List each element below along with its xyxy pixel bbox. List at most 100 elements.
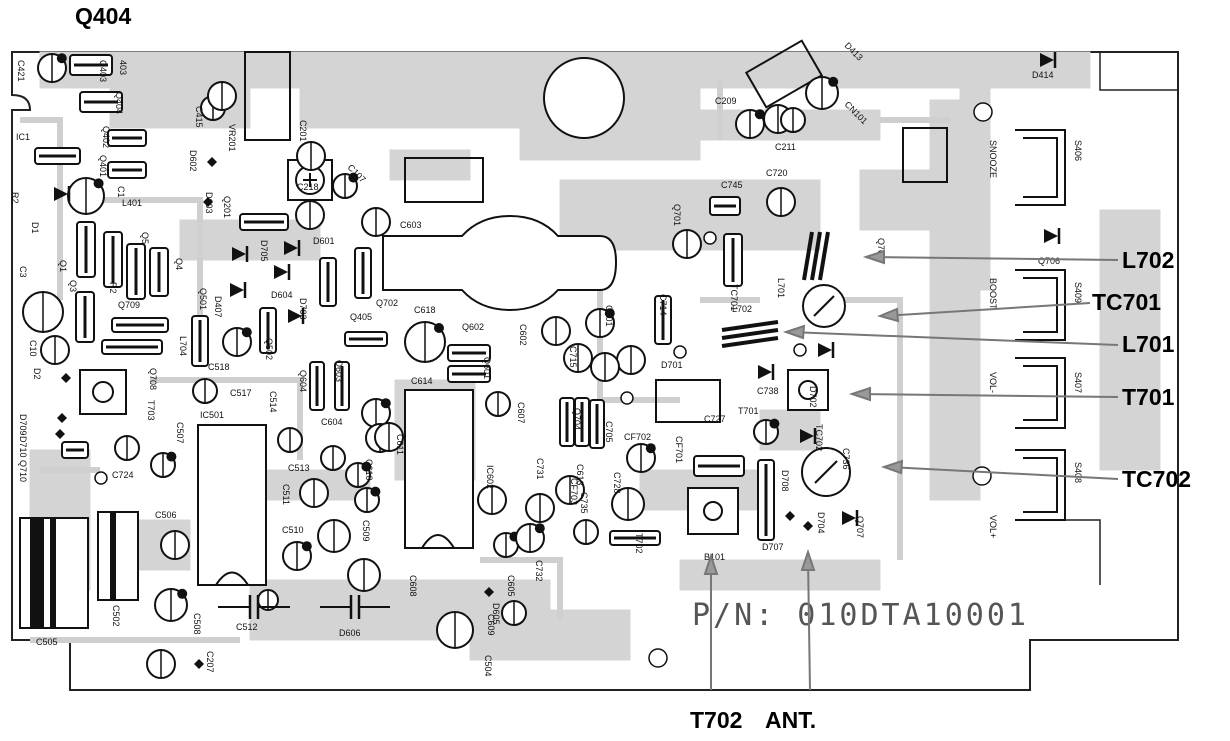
- ic602-label: IC602: [485, 465, 495, 489]
- solder-pad: [604, 308, 615, 319]
- ref-designator: C510: [282, 525, 304, 535]
- diode-mark: [194, 659, 204, 669]
- callout-tc702: TC702: [1122, 466, 1191, 492]
- callout-l702: L702: [1122, 247, 1174, 273]
- ref-designator: L701: [776, 278, 786, 298]
- ref-designator: C10: [28, 340, 38, 357]
- coil-c504: [97, 511, 139, 601]
- ref-designator: C517: [230, 388, 252, 398]
- ref-designator: C715: [568, 346, 578, 368]
- solder-pad: [166, 451, 177, 462]
- solder-pad: [56, 53, 67, 64]
- ref-designator: VR201: [227, 124, 237, 152]
- ref-designator: Q1: [58, 260, 68, 272]
- ref-designator: C506: [155, 510, 177, 520]
- ref-designator: C207: [205, 651, 215, 673]
- diode-mark: [484, 587, 494, 597]
- ref-designator: C608: [408, 575, 418, 597]
- snooze-label: SNOOZE: [988, 140, 998, 178]
- ref-designator: 403: [118, 60, 128, 75]
- ref-designator: D407: [213, 296, 223, 318]
- ref-designator: C218: [297, 182, 319, 192]
- vol-plus-label: VOL+: [988, 515, 998, 538]
- ref-designator: C605: [506, 575, 516, 597]
- diode-symbol: [232, 247, 246, 261]
- ref-designator: TC701: [729, 284, 739, 311]
- solder-pad: [380, 398, 391, 409]
- ref-designator: C732: [534, 560, 544, 582]
- ref-designator: D703: [298, 298, 308, 320]
- diodes: [54, 52, 1061, 669]
- ref-designator: C513: [288, 463, 310, 473]
- ref-designator: Q709: [118, 300, 140, 310]
- ref-designator: L401: [122, 198, 142, 208]
- s406-label: S406: [1073, 140, 1083, 161]
- ref-designator: D707: [762, 542, 784, 552]
- ref-designator: Q401: [98, 155, 108, 177]
- ref-designator: L704: [178, 336, 188, 356]
- ref-designator: D2: [32, 368, 42, 380]
- board-outline: [11, 51, 1179, 691]
- ref-designator: C603: [400, 220, 422, 230]
- trimmer-marks: [303, 173, 838, 484]
- ref-designator: Q602: [462, 322, 484, 332]
- ref-designator: C705: [604, 421, 614, 443]
- ref-designator: D601: [313, 236, 335, 246]
- diode-mark: [207, 157, 217, 167]
- ref-designator: C604: [321, 417, 343, 427]
- ref-designator: Q5: [140, 232, 150, 244]
- ref-designator: C512: [236, 622, 258, 632]
- ref-designator: Q603: [334, 360, 344, 382]
- ref-designator: Q707: [855, 516, 865, 538]
- mounting-holes: [94, 102, 993, 668]
- diode-symbol: [842, 511, 856, 525]
- mount-hole-large: [543, 57, 625, 139]
- diode-symbol: [818, 343, 832, 357]
- callout-leaders: [703, 249, 1119, 691]
- ref-designator: C714: [658, 294, 668, 316]
- ref-designator: B101: [704, 552, 725, 562]
- callout-l701: L701: [1122, 331, 1175, 357]
- ref-designator: C736: [841, 448, 851, 470]
- ic501-body: [197, 424, 267, 586]
- s408-label: S408: [1073, 462, 1083, 483]
- ref-designator: D701: [661, 360, 683, 370]
- ref-designator: Q4: [174, 258, 184, 270]
- ref-designator: R2: [10, 192, 20, 204]
- diode-symbol: [1040, 53, 1054, 67]
- solder-pad: [301, 541, 312, 552]
- ref-designator: L702: [732, 304, 752, 314]
- ref-designator: IC1: [16, 132, 30, 142]
- ref-designator: D605: [491, 603, 501, 625]
- callout-tc701: TC701: [1092, 289, 1161, 315]
- solder-pad: [93, 178, 104, 189]
- ref-designator: Q710: [18, 460, 28, 482]
- ref-designator: T703: [146, 400, 156, 421]
- ref-designator: C607: [516, 402, 526, 424]
- ref-designator: C508: [192, 613, 202, 635]
- solder-pad: [534, 523, 545, 534]
- ref-designator: Q708: [148, 368, 158, 390]
- ref-designator: C731: [535, 458, 545, 480]
- ref-designator: C724: [112, 470, 134, 480]
- diode-mark: [803, 521, 813, 531]
- ref-designator: C727: [704, 414, 726, 424]
- ref-designator: C738: [757, 386, 779, 396]
- ref-designator: C610: [364, 459, 374, 481]
- solder-pad: [370, 486, 381, 497]
- ref-designator: C518: [208, 362, 230, 372]
- ref-designator: C735: [579, 492, 589, 514]
- ref-designator: D604: [271, 290, 293, 300]
- ref-designator: CF701: [674, 436, 684, 463]
- ref-designator: T702: [634, 533, 644, 554]
- solder-pad: [769, 418, 780, 429]
- ref-designator: Q706: [1038, 256, 1060, 266]
- ref-designator: D705: [259, 240, 269, 262]
- diode-symbol: [288, 309, 302, 323]
- ic602-notch: [421, 534, 455, 549]
- ref-designator: D1: [30, 222, 40, 234]
- ref-designator: C505: [36, 637, 58, 647]
- ref-designator: Q704: [572, 408, 582, 430]
